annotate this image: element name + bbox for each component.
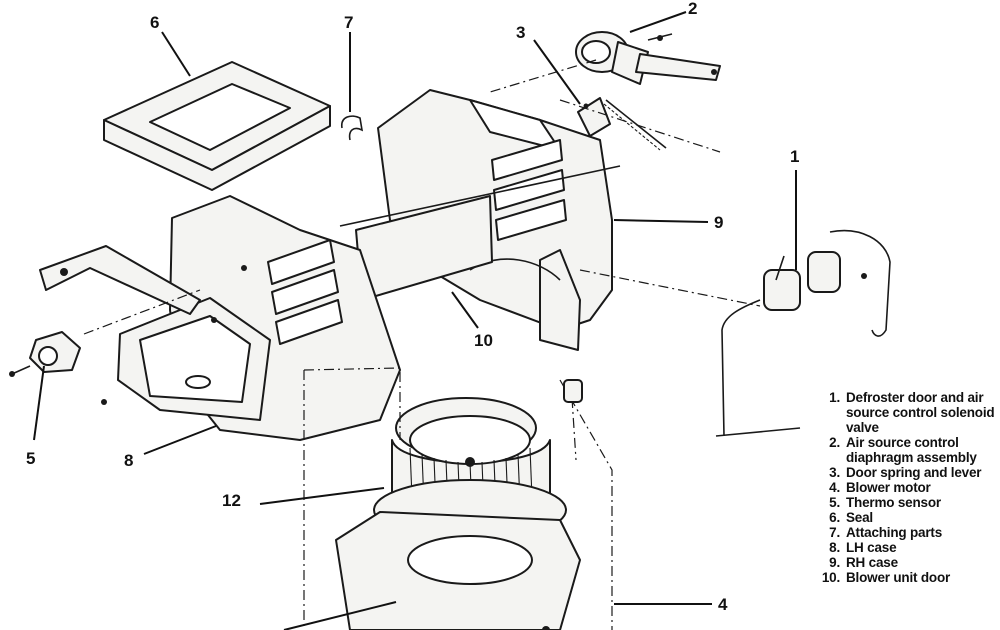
alignment-line-6 xyxy=(303,367,401,440)
legend-item: 7.Attaching parts xyxy=(829,525,943,540)
lh-case-part xyxy=(39,195,401,441)
alignment-line-8 xyxy=(571,397,577,461)
legend-item: 10.Blower unit door xyxy=(821,570,951,585)
legend-item: 2.Air source control diaphragm assembly xyxy=(829,435,977,465)
leader-8 xyxy=(143,425,217,455)
alignment-line-2 xyxy=(559,99,721,153)
callout-10: 10 xyxy=(474,331,493,350)
legend-item: 4.Blower motor xyxy=(829,480,931,495)
legend-item: 5.Thermo sensor xyxy=(829,495,941,510)
alignment-line-7 xyxy=(559,379,613,630)
leader-5 xyxy=(33,365,45,441)
blower-motor-part xyxy=(335,397,581,630)
thermo-sensor-part xyxy=(9,331,81,377)
callout-5: 5 xyxy=(26,449,35,468)
callout-2: 2 xyxy=(688,0,697,18)
callout-6: 6 xyxy=(150,13,159,32)
callout-4: 4 xyxy=(718,595,728,614)
callout-12: 12 xyxy=(222,491,241,510)
connector-plug-part xyxy=(563,379,583,403)
attaching-clip-part xyxy=(341,115,364,141)
callout-8: 8 xyxy=(124,451,133,470)
legend-item: 6.Seal xyxy=(829,510,873,525)
diaphragm-assembly-part xyxy=(575,31,721,85)
parts-legend: 1.Defroster door and air source control … xyxy=(818,390,1000,585)
callout-9: 9 xyxy=(714,213,723,232)
alignment-line-4 xyxy=(83,289,201,335)
solenoid-valve-part xyxy=(715,229,891,437)
leader-2 xyxy=(629,11,687,33)
leader-3 xyxy=(533,39,581,105)
legend-item: 1.Defroster door and air source control … xyxy=(829,390,995,435)
callout-1: 1 xyxy=(790,147,799,166)
leader-extra xyxy=(283,601,397,630)
leader-9 xyxy=(613,219,709,223)
leader-12 xyxy=(259,487,385,505)
seal-part xyxy=(103,61,331,191)
legend-item: 8.LH case xyxy=(829,540,897,555)
legend-item: 3.Door spring and lever xyxy=(829,465,982,480)
leader-6 xyxy=(161,31,191,77)
leader-10 xyxy=(451,291,479,329)
alignment-line-1 xyxy=(489,59,597,93)
door-spring-lever-part xyxy=(577,97,667,151)
callout-3: 3 xyxy=(516,23,525,42)
callout-7: 7 xyxy=(344,13,353,32)
legend-item: 9.RH case xyxy=(829,555,898,570)
